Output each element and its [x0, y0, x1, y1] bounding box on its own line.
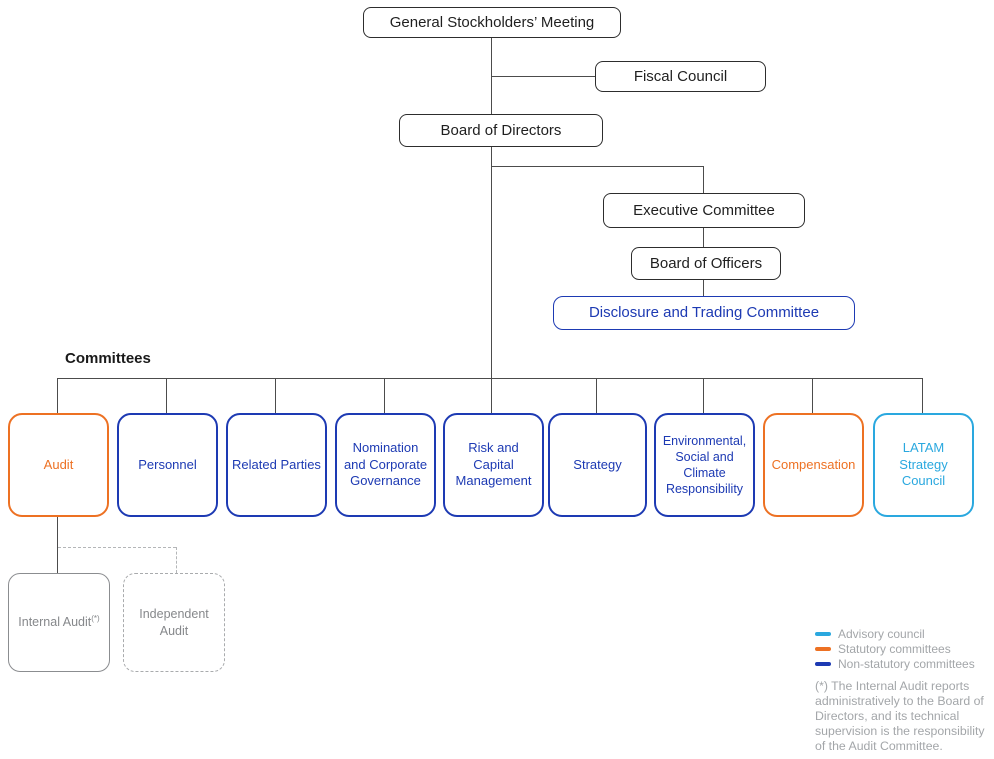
connector-board-to-committees — [491, 147, 492, 413]
committee-strategy: Strategy — [548, 413, 647, 517]
committee-label: Related Parties — [232, 456, 321, 472]
committee-label: Environmental, Social and Climate Respon… — [662, 433, 747, 497]
connector-branch-executive — [491, 166, 704, 167]
legend-item-non-statutory: Non-statutory committees — [815, 656, 975, 671]
legend-label: Statutory committees — [838, 641, 951, 656]
non-statutory-swatch-icon — [815, 661, 831, 666]
footnote: (*) The Internal Audit reports administr… — [815, 679, 985, 753]
node-label: Executive Committee — [633, 201, 775, 219]
node-label: Independent Audit — [139, 607, 209, 638]
node-general-stockholders-meeting: General Stockholders’ Meeting — [363, 7, 621, 38]
connector-stub-compensation — [812, 378, 813, 413]
connector-to-fiscal-council — [491, 76, 595, 77]
connector-stub-environmental — [703, 378, 704, 413]
committee-label: Risk and Capital Management — [455, 439, 532, 489]
committee-label: Nomination and Corporate Governance — [343, 439, 428, 489]
committees-heading: Committees — [65, 350, 151, 367]
legend-item-statutory: Statutory committees — [815, 641, 975, 656]
statutory-swatch-icon — [815, 646, 831, 651]
node-fiscal-council: Fiscal Council — [595, 61, 766, 92]
committee-latam-strategy-council: LATAM Strategy Council — [873, 413, 974, 517]
node-disclosure-trading-committee: Disclosure and Trading Committee — [553, 296, 855, 330]
connector-dashed-to-independent-audit — [58, 547, 176, 548]
legend-label: Advisory council — [838, 626, 925, 641]
committee-related-parties: Related Parties — [226, 413, 327, 517]
committee-compensation: Compensation — [763, 413, 864, 517]
connector-to-executive-committee — [703, 166, 704, 193]
committee-nomination-corporate-governance: Nomination and Corporate Governance — [335, 413, 436, 517]
committee-risk-capital-management: Risk and Capital Management — [443, 413, 544, 517]
node-label: General Stockholders’ Meeting — [389, 13, 595, 31]
connector-stub-personnel — [166, 378, 167, 413]
committee-audit: Audit — [8, 413, 109, 517]
connector-stub-latam — [922, 378, 923, 413]
connector-stub-strategy — [596, 378, 597, 413]
legend: Advisory council Statutory committees No… — [815, 626, 975, 671]
node-board-of-directors: Board of Directors — [399, 114, 603, 147]
node-label: Disclosure and Trading Committee — [588, 304, 820, 322]
connector-officers-to-disclosure — [703, 280, 704, 296]
legend-item-advisory: Advisory council — [815, 626, 975, 641]
legend-label: Non-statutory committees — [838, 656, 975, 671]
connector-stub-nomination — [384, 378, 385, 413]
node-executive-committee: Executive Committee — [603, 193, 805, 228]
committee-label: Compensation — [771, 456, 856, 472]
committee-personnel: Personnel — [117, 413, 218, 517]
connector-dashed-drop-independent-audit — [176, 547, 177, 573]
committee-label: Audit — [43, 456, 74, 472]
connector-stub-audit — [57, 378, 58, 413]
node-board-of-officers: Board of Officers — [631, 247, 781, 280]
node-label: Fiscal Council — [633, 67, 728, 85]
node-label: Board of Directors — [440, 121, 562, 139]
committee-label: Strategy — [573, 456, 622, 472]
node-independent-audit: Independent Audit — [123, 573, 225, 672]
node-label: Board of Officers — [649, 254, 763, 272]
node-label: Internal Audit(*) — [18, 614, 100, 630]
connector-stub-related-parties — [275, 378, 276, 413]
connector-committees-rail — [57, 378, 923, 379]
connector-audit-to-internal-audit — [57, 517, 58, 573]
advisory-swatch-icon — [815, 631, 831, 636]
node-internal-audit: Internal Audit(*) — [8, 573, 110, 672]
committee-environmental-social-climate: Environmental, Social and Climate Respon… — [654, 413, 755, 517]
committee-label: LATAM Strategy Council — [899, 439, 948, 489]
connector-executive-to-officers — [703, 228, 704, 247]
committee-label: Personnel — [138, 456, 197, 472]
footnote-marker: (*) — [91, 614, 100, 624]
